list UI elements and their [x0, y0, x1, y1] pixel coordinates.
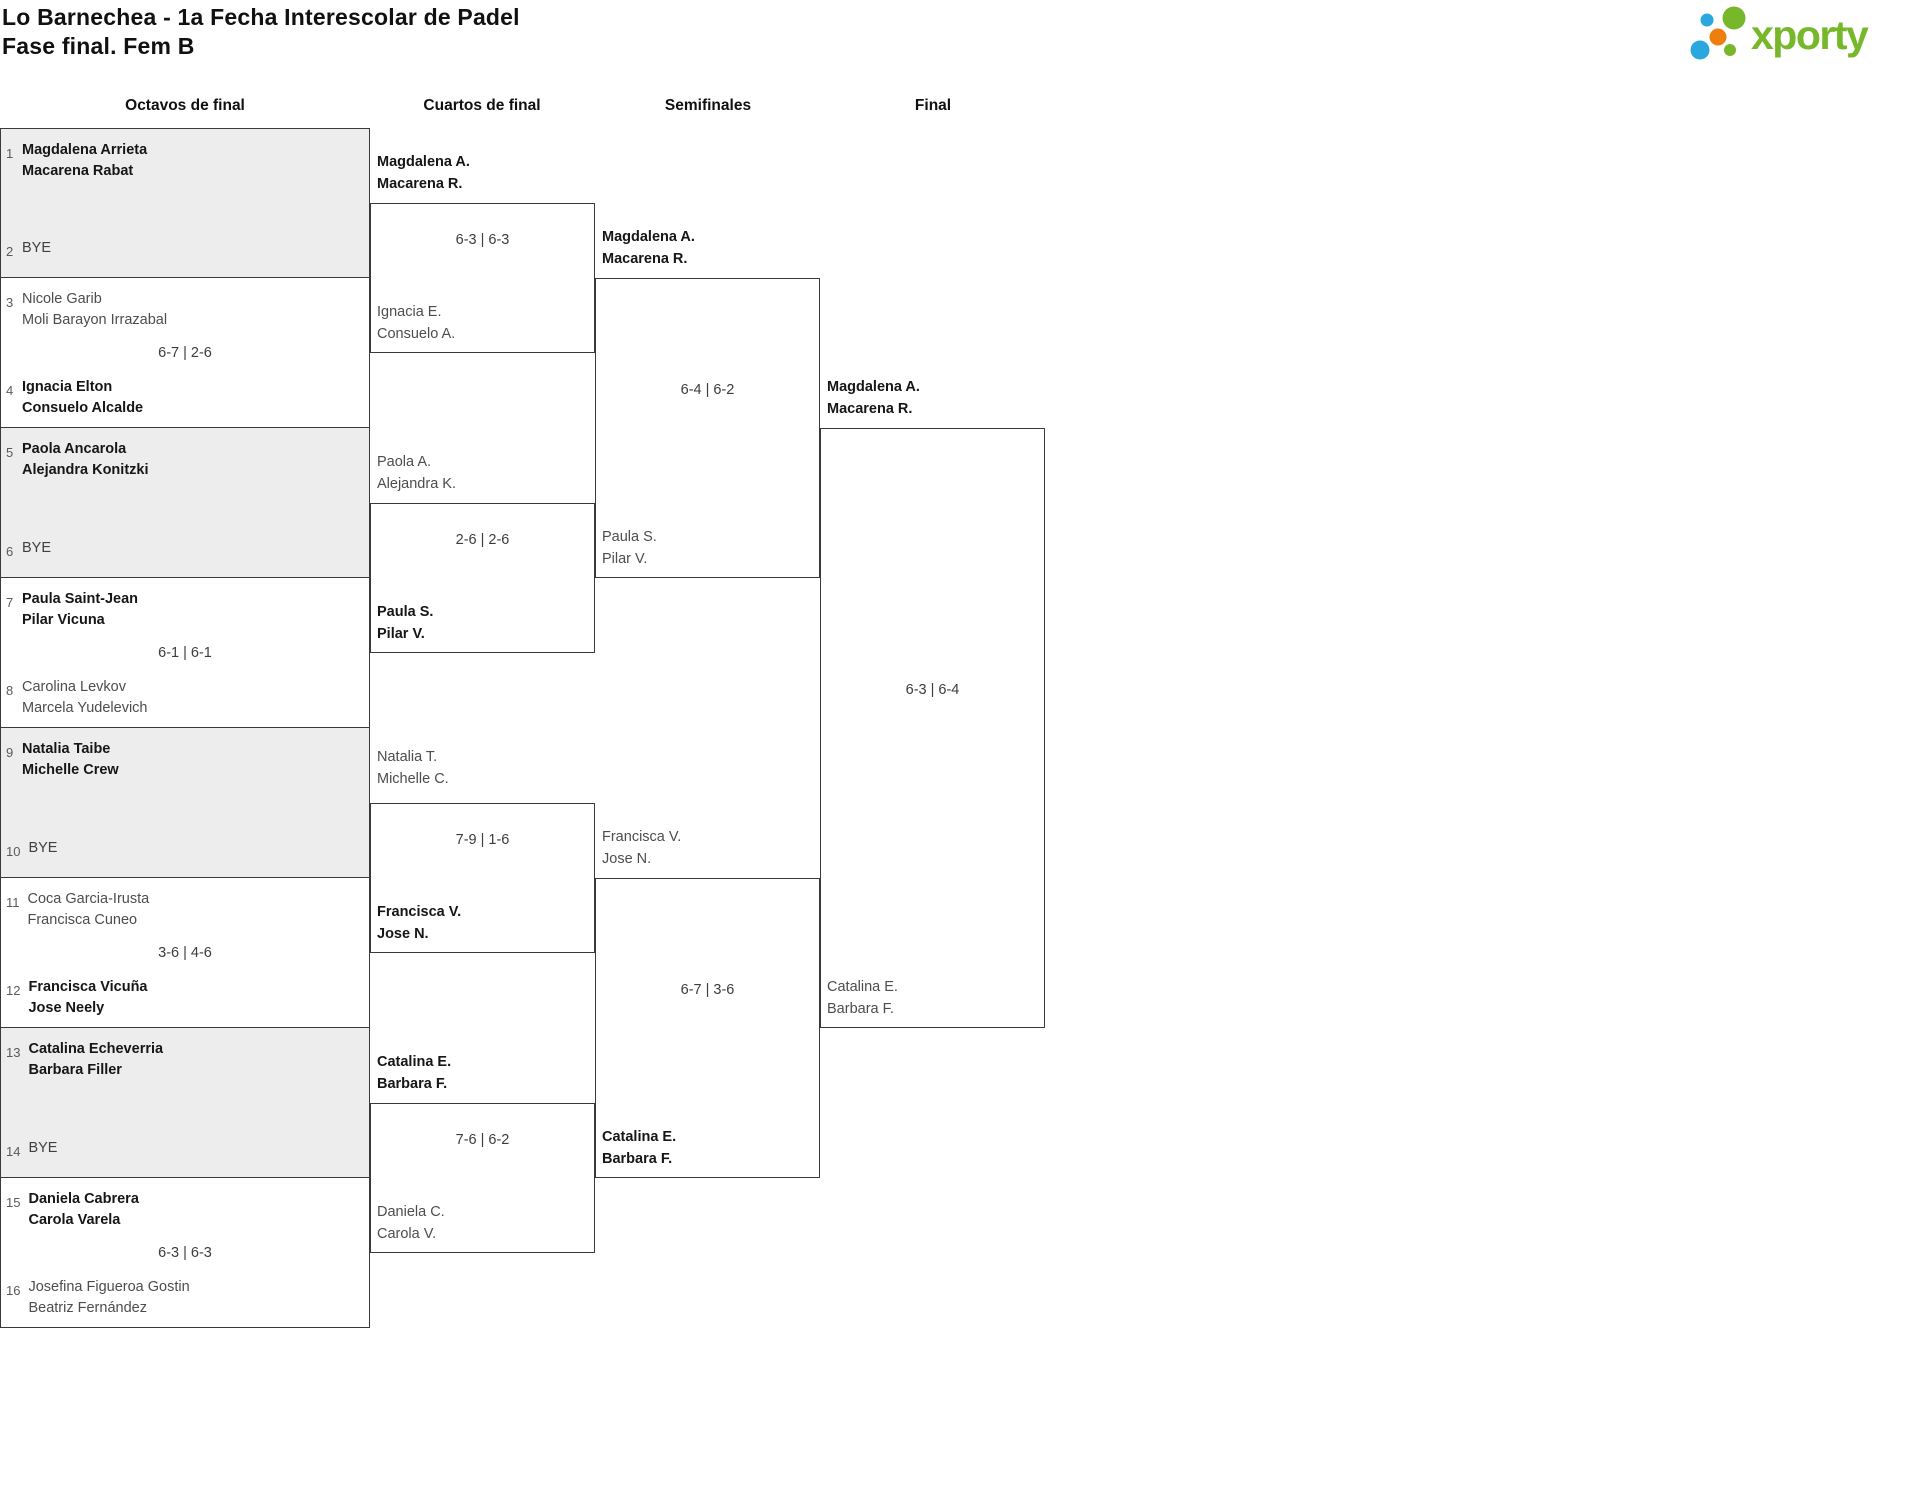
participant-row[interactable]: 15 Daniela Cabrera Carola Varela	[1, 1178, 369, 1231]
seed-number: 9	[6, 745, 14, 760]
bye-label: BYE	[28, 840, 58, 856]
pair-name[interactable]: Catalina E.Barbara F.	[377, 1054, 452, 1092]
seed-number: 13	[6, 1045, 21, 1060]
match-score: 6-3 | 6-3	[455, 232, 510, 248]
pair-name: Josefina Figueroa Gostin Beatriz Fernánd…	[28, 1279, 190, 1316]
seed-number: 11	[6, 895, 20, 910]
pair-name: Ignacia Elton Consuelo Alcalde	[22, 379, 144, 416]
participant-row[interactable]: 1 Magdalena Arrieta Macarena Rabat	[1, 129, 369, 182]
seed-number: 12	[6, 983, 21, 998]
match-score: 6-4 | 6-2	[680, 382, 735, 398]
pair-name[interactable]: Daniela C.Carola V.	[377, 1204, 445, 1242]
seed-number: 4	[6, 383, 14, 398]
participant-row[interactable]: 4 Ignacia Elton Consuelo Alcalde	[1, 377, 369, 427]
pair-name[interactable]: Catalina E.Barbara F.	[602, 1129, 677, 1167]
xporty-dots-icon	[1690, 4, 1746, 67]
cuartos-match-4-connector	[370, 1103, 595, 1253]
pair-name: Nicole Garib Moli Barayon Irrazabal	[22, 291, 168, 328]
participant-row[interactable]: 10 BYE	[1, 838, 369, 877]
match-score: 6-7 | 2-6	[158, 344, 212, 361]
match-score: 7-9 | 1-6	[455, 832, 510, 848]
match-score: 3-6 | 4-6	[158, 944, 212, 961]
pair-name[interactable]: Magdalena A.Macarena R.	[827, 379, 920, 417]
octavos-match-4: 7 Paula Saint-Jean Pilar Vicuna 6-1 | 6-…	[0, 578, 370, 728]
octavos-match-5: 9 Natalia Taibe Michelle Crew 10 BYE	[0, 728, 370, 878]
page-subtitle: Fase final. Fem B	[2, 33, 195, 59]
seed-number: 14	[6, 1144, 21, 1159]
seed-number: 10	[6, 844, 21, 859]
participant-row[interactable]: 12 Francisca Vicuña Jose Neely	[1, 977, 369, 1027]
octavos-match-7: 13 Catalina Echeverria Barbara Filler 14…	[0, 1028, 370, 1178]
match-score: 7-6 | 6-2	[455, 1132, 510, 1148]
participant-row[interactable]: 5 Paola Ancarola Alejandra Konitzki	[1, 428, 369, 481]
octavos-match-2: 3 Nicole Garib Moli Barayon Irrazabal 6-…	[0, 278, 370, 428]
pair-name[interactable]: Francisca V.Jose N.	[602, 829, 682, 867]
match-score: 6-3 | 6-4	[905, 682, 960, 698]
octavos-match-6: 11 Coca Garcia-Irusta Francisca Cuneo 3-…	[0, 878, 370, 1028]
seed-number: 7	[6, 595, 14, 610]
pair-name: Paola Ancarola Alejandra Konitzki	[22, 441, 149, 478]
pair-name: Carolina Levkov Marcela Yudelevich	[22, 679, 148, 716]
seed-number: 8	[6, 683, 14, 698]
semifinal-1-connector	[595, 278, 820, 578]
pair-name[interactable]: Paula S.Pilar V.	[602, 529, 657, 567]
participant-row[interactable]: 8 Carolina Levkov Marcela Yudelevich	[1, 677, 369, 727]
pair-name[interactable]: Magdalena A.Macarena R.	[377, 154, 470, 192]
octavos-match-8: 15 Daniela Cabrera Carola Varela 6-3 | 6…	[0, 1178, 370, 1328]
pair-name: Francisca Vicuña Jose Neely	[28, 979, 148, 1016]
participant-row[interactable]: 13 Catalina Echeverria Barbara Filler	[1, 1028, 369, 1081]
pair-name: Natalia Taibe Michelle Crew	[22, 741, 119, 778]
pair-name[interactable]: Natalia T.Michelle C.	[377, 749, 449, 787]
pair-name[interactable]: Catalina E.Barbara F.	[827, 979, 898, 1017]
seed-number: 15	[6, 1195, 21, 1210]
seed-number: 2	[6, 244, 14, 259]
bye-label: BYE	[28, 1140, 58, 1156]
page-title: Lo Barnechea - 1a Fecha Interescolar de …	[2, 4, 520, 30]
seed-number: 6	[6, 544, 14, 559]
participant-row[interactable]: 16 Josefina Figueroa Gostin Beatriz Fern…	[1, 1277, 369, 1327]
match-score: 6-7 | 3-6	[680, 982, 735, 998]
pair-name: Coca Garcia-Irusta Francisca Cuneo	[27, 891, 150, 928]
round-header-semifinales: Semifinales	[664, 97, 752, 114]
cuartos-match-1-connector	[370, 203, 595, 353]
round-header-final: Final	[914, 97, 952, 114]
participant-row[interactable]: 7 Paula Saint-Jean Pilar Vicuna	[1, 578, 369, 631]
pair-name[interactable]: Magdalena A.Macarena R.	[602, 229, 695, 267]
match-score: 6-3 | 6-3	[158, 1244, 212, 1261]
seed-number: 3	[6, 295, 14, 310]
participant-row[interactable]: 2 BYE	[1, 238, 369, 277]
bye-label: BYE	[22, 540, 52, 556]
final-connector	[820, 428, 1045, 1028]
seed-number: 16	[6, 1283, 21, 1298]
cuartos-match-3-connector	[370, 803, 595, 953]
participant-row[interactable]: 6 BYE	[1, 538, 369, 577]
match-score: 2-6 | 2-6	[455, 532, 510, 548]
pair-name: Catalina Echeverria Barbara Filler	[28, 1041, 164, 1078]
semifinal-2-connector	[595, 878, 820, 1178]
seed-number: 1	[6, 146, 14, 161]
round-header-octavos: Octavos de final	[125, 97, 245, 114]
participant-row[interactable]: 11 Coca Garcia-Irusta Francisca Cuneo	[1, 878, 369, 931]
participant-row[interactable]: 14 BYE	[1, 1138, 369, 1177]
xporty-logo-text: xporty	[1751, 12, 1869, 58]
xporty-logo[interactable]: xporty	[1690, 4, 1869, 67]
pair-name[interactable]: Paola A.Alejandra K.	[377, 454, 456, 492]
pair-name: Magdalena Arrieta Macarena Rabat	[22, 142, 148, 179]
match-score: 6-1 | 6-1	[158, 644, 212, 661]
round-header-cuartos: Cuartos de final	[423, 97, 541, 114]
octavos-match-1: 1 Magdalena Arrieta Macarena Rabat 2 BYE	[0, 128, 370, 278]
bye-label: BYE	[22, 240, 52, 256]
pair-name[interactable]: Ignacia E.Consuelo A.	[377, 304, 456, 342]
pair-name[interactable]: Francisca V.Jose N.	[377, 904, 462, 942]
pair-name[interactable]: Paula S.Pilar V.	[377, 604, 434, 642]
octavos-match-3: 5 Paola Ancarola Alejandra Konitzki 6 BY…	[0, 428, 370, 578]
pair-name: Daniela Cabrera Carola Varela	[28, 1191, 139, 1228]
participant-row[interactable]: 9 Natalia Taibe Michelle Crew	[1, 728, 369, 781]
pair-name: Paula Saint-Jean Pilar Vicuna	[22, 591, 139, 628]
cuartos-match-2-connector	[370, 503, 595, 653]
seed-number: 5	[6, 445, 14, 460]
participant-row[interactable]: 3 Nicole Garib Moli Barayon Irrazabal	[1, 278, 369, 331]
